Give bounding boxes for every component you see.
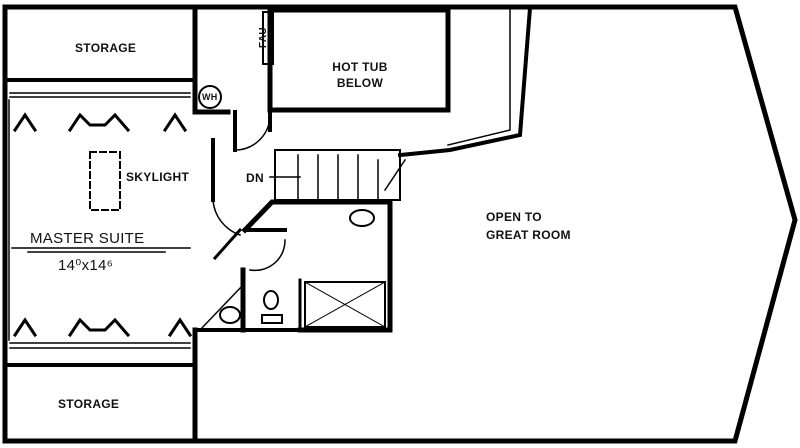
open-to-label-1: OPEN TO xyxy=(486,210,542,224)
room-dimensions: 14⁰x14⁶ xyxy=(58,257,114,274)
room-name-master-suite: MASTER SUITE xyxy=(30,230,145,247)
storage-top-label: STORAGE xyxy=(75,41,137,55)
hot-tub-area xyxy=(267,7,451,113)
fau-label: FAU xyxy=(258,27,269,48)
water-heater-label: WH xyxy=(202,92,218,102)
hot-tub-label-1: HOT TUB xyxy=(332,60,388,74)
skylight-label: SKYLIGHT xyxy=(126,170,190,184)
stairs-down-label: DN xyxy=(246,171,264,185)
sink xyxy=(349,209,375,227)
hot-tub-label-2: BELOW xyxy=(336,76,384,90)
storage-bottom-label: STORAGE xyxy=(58,397,120,411)
tub xyxy=(219,306,241,324)
skylight xyxy=(89,151,121,211)
open-to-label-2: GREAT ROOM xyxy=(486,228,571,242)
water-heater xyxy=(198,85,222,109)
shower xyxy=(304,281,386,328)
toilet xyxy=(263,290,279,310)
exterior-wall xyxy=(2,4,798,444)
